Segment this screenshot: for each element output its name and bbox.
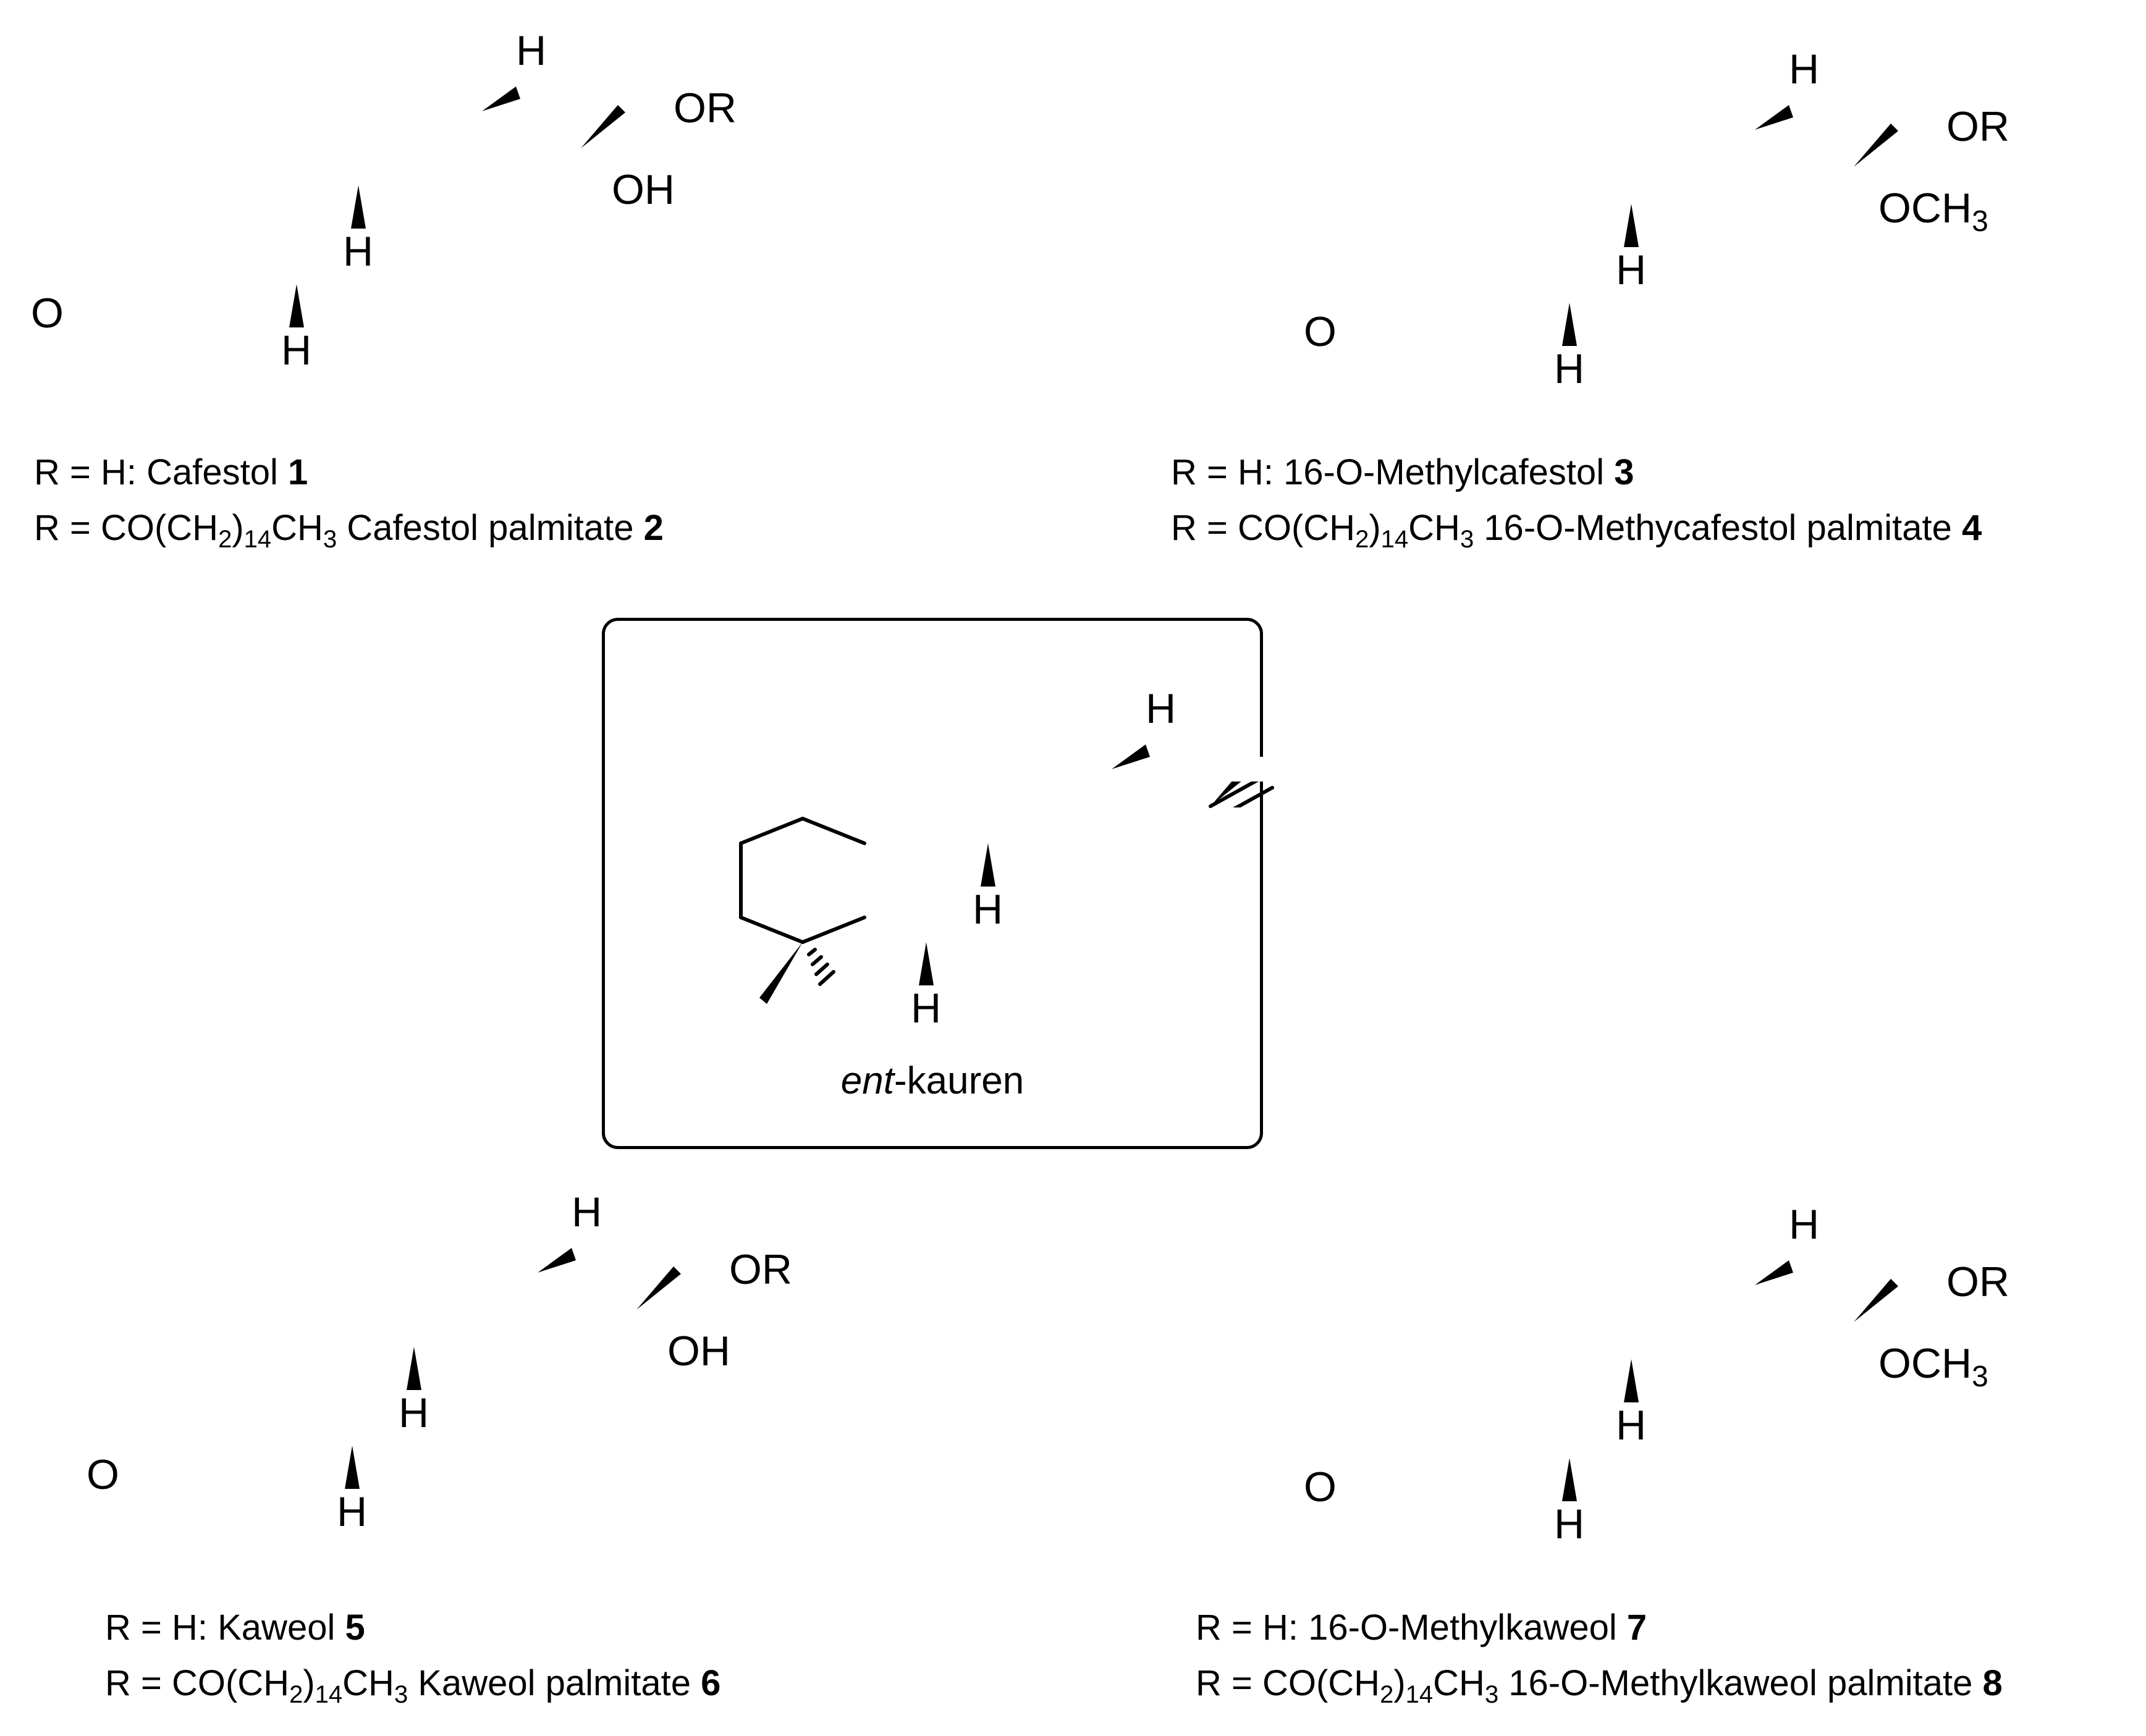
atom-or: OR xyxy=(729,1246,792,1293)
atom-h-c5: H xyxy=(281,327,311,374)
atom-o-furan: O xyxy=(31,290,64,337)
atom-h-c9: H xyxy=(343,228,373,275)
atom-o-furan: O xyxy=(1304,308,1337,355)
caption-line-1: R = H: Cafestol 1 xyxy=(34,452,308,492)
caption-methylcafestol: R = H: 16-O-Methylcafestol 3 R = CO(CH2)… xyxy=(1171,445,1982,556)
atom-h-c9: H xyxy=(1616,246,1646,293)
atom-or: OR xyxy=(1946,1258,2009,1305)
atom-h-c9: H xyxy=(1616,1402,1646,1449)
caption-line-2: R = CO(CH2)14CH3 Kaweol palmitate 6 xyxy=(105,1662,721,1708)
atom-h-c5: H xyxy=(1554,345,1584,392)
atom-o-furan: O xyxy=(1304,1464,1337,1511)
atom-oh: OH xyxy=(612,166,675,213)
atom-h-c13: H xyxy=(1789,1201,1819,1248)
atom-h-c13: H xyxy=(1789,46,1819,93)
atom-o-furan: O xyxy=(87,1451,119,1498)
ent-kauren-box: H H H ent-kauren xyxy=(602,618,1311,1149)
atom-h-c13: H xyxy=(1146,685,1176,732)
caption-cafestol: R = H: Cafestol 1 R = CO(CH2)14CH3 Cafes… xyxy=(34,445,664,556)
ent-kauren-structure: H H H xyxy=(739,685,1311,1032)
atom-or: OR xyxy=(1946,103,2009,150)
caption-kaweol: R = H: Kaweol 5 R = CO(CH2)14CH3 Kaweol … xyxy=(105,1600,720,1711)
kaweol-structure: H OR OH H H O xyxy=(87,1189,792,1535)
methylcafestol-structure: H OR OCH3 H H O xyxy=(1304,46,2009,392)
atom-h-c5: H xyxy=(911,985,941,1032)
atom-h-c9: H xyxy=(973,886,1003,933)
caption-line-1: R = H: 16-O-Methylkaweol 7 xyxy=(1196,1607,1647,1648)
atom-oh: OH xyxy=(667,1328,730,1375)
atom-och3: OCH3 xyxy=(1878,1340,1988,1393)
ent-kauren-label: ent-kauren xyxy=(840,1060,1024,1102)
atom-h-c5: H xyxy=(337,1488,367,1535)
caption-line-2: R = CO(CH2)14CH3 16-O-Methycafestol palm… xyxy=(1171,507,1982,553)
caption-line-1: R = H: Kaweol 5 xyxy=(105,1607,365,1648)
atom-h-c9: H xyxy=(399,1389,429,1436)
atom-och3: OCH3 xyxy=(1878,185,1988,238)
methylkaweol-structure: H OR OCH3 H H O xyxy=(1304,1201,2009,1548)
caption-line-2: R = CO(CH2)14CH3 Cafestol palmitate 2 xyxy=(34,507,664,553)
atom-h-c13: H xyxy=(516,27,546,74)
caption-line-2: R = CO(CH2)14CH3 16-O-Methylkaweol palmi… xyxy=(1196,1662,2003,1708)
atom-h-c5: H xyxy=(1554,1501,1584,1548)
caption-line-1: R = H: 16-O-Methylcafestol 3 xyxy=(1171,452,1634,492)
caption-methylkaweol: R = H: 16-O-Methylkaweol 7 R = CO(CH2)14… xyxy=(1196,1600,2003,1711)
cafestol-structure: H OR OH H H O xyxy=(31,27,737,374)
atom-h-c13: H xyxy=(572,1189,602,1236)
atom-or: OR xyxy=(674,85,737,132)
